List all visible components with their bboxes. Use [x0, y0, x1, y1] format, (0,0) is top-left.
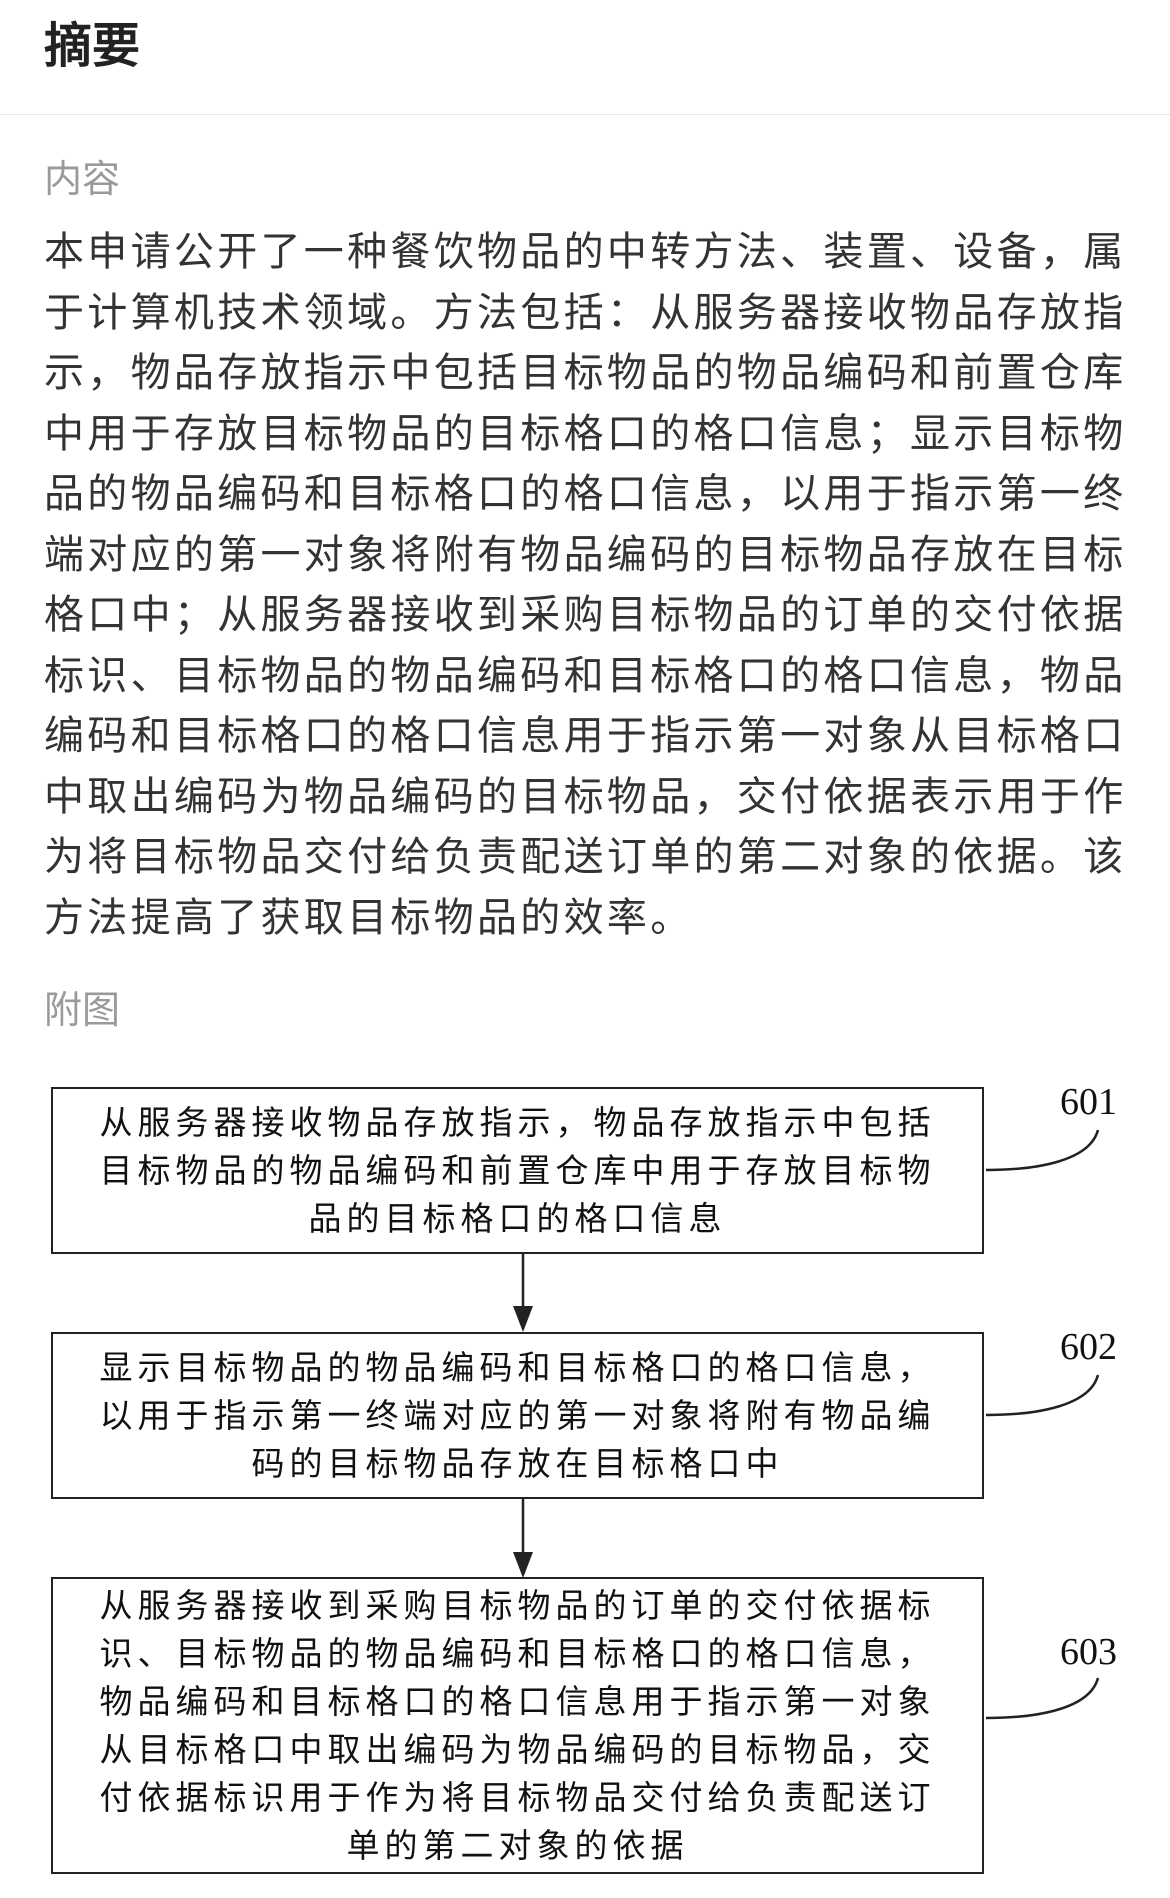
content-label: 内容: [44, 157, 121, 201]
step-number: 601: [1060, 1081, 1117, 1123]
abstract-line: 中用于存放目标物品的目标格口的格口信息；显示目标物: [44, 410, 1127, 457]
leader-line-601: [985, 1129, 1100, 1172]
step-line: 品的目标格口的格口信息: [308, 1198, 727, 1238]
step-line: 以用于指示第一终端对应的第一对象将附有物品编: [99, 1395, 936, 1435]
abstract-line: 标识、目标物品的物品编码和目标格口的格口信息，物品: [44, 652, 1127, 699]
abstract-line: 本申请公开了一种餐饮物品的中转方法、装置、设备，属: [44, 229, 1127, 275]
figure-label: 附图: [44, 988, 121, 1032]
step-line: 从服务器接收到采购目标物品的订单的交付依据标: [99, 1585, 936, 1625]
abstract-line: 编码和目标格口的格口信息用于指示第一对象从目标格口: [44, 713, 1127, 759]
flow-step-603: 从服务器接收到采购目标物品的订单的交付依据标 识、目标物品的物品编码和目标格口的…: [51, 1577, 984, 1874]
flowchart-figure: 从服务器接收物品存放指示，物品存放指示中包括 目标物品的物品编码和前置仓库中用于…: [0, 1060, 1170, 1898]
abstract-line: 中取出编码为物品编码的目标物品，交付依据表示用于作: [44, 773, 1127, 820]
step-number: 602: [1060, 1326, 1117, 1368]
step-line: 码的目标物品存放在目标格口中: [251, 1443, 784, 1483]
step-line: 物品编码和目标格口的格口信息用于指示第一对象: [99, 1681, 936, 1721]
flowchart-connectors: [513, 1129, 1100, 1720]
step-number: 603: [1060, 1631, 1117, 1673]
abstract-line: 方法提高了获取目标物品的效率。: [44, 894, 694, 941]
abstract-line: 为将目标物品交付给负责配送订单的第二对象的依据。该: [44, 834, 1127, 880]
abstract-line: 端对应的第一对象将附有物品编码的目标物品存放在目标: [44, 531, 1127, 578]
abstract-line: 格口中；从服务器接收到采购目标物品的订单的交付依据: [44, 592, 1127, 638]
abstract-line: 品的物品编码和目标格口的格口信息，以用于指示第一终: [44, 471, 1127, 517]
leader-line-603: [985, 1677, 1100, 1720]
flow-step-602: 显示目标物品的物品编码和目标格口的格口信息， 以用于指示第一终端对应的第一对象将…: [51, 1332, 984, 1499]
arrow-head-icon: [513, 1306, 533, 1332]
flow-step-601: 从服务器接收物品存放指示，物品存放指示中包括 目标物品的物品编码和前置仓库中用于…: [51, 1087, 984, 1254]
abstract-text: 本申请公开了一种餐饮物品的中转方法、装置、设备，属 于计算机技术领域。方法包括：…: [44, 222, 1134, 948]
step-line: 显示目标物品的物品编码和目标格口的格口信息，: [99, 1347, 936, 1387]
step-line: 单的第二对象的依据: [346, 1825, 689, 1865]
abstract-line: 示，物品存放指示中包括目标物品的物品编码和前置仓库: [44, 350, 1127, 396]
step-line: 付依据标识用于作为将目标物品交付给负责配送订: [99, 1777, 936, 1817]
arrow-head-icon: [513, 1552, 533, 1578]
step-line: 识、目标物品的物品编码和目标格口的格口信息，: [99, 1633, 936, 1673]
page-title: 摘要: [44, 18, 141, 74]
step-line: 从服务器接收物品存放指示，物品存放指示中包括: [99, 1102, 936, 1142]
step-line: 从目标格口中取出编码为物品编码的目标物品，交: [99, 1729, 936, 1769]
abstract-line: 于计算机技术领域。方法包括：从服务器接收物品存放指: [44, 289, 1127, 336]
leader-line-602: [985, 1374, 1100, 1417]
step-line: 目标物品的物品编码和前置仓库中用于存放目标物: [99, 1150, 936, 1190]
divider: [0, 114, 1170, 115]
